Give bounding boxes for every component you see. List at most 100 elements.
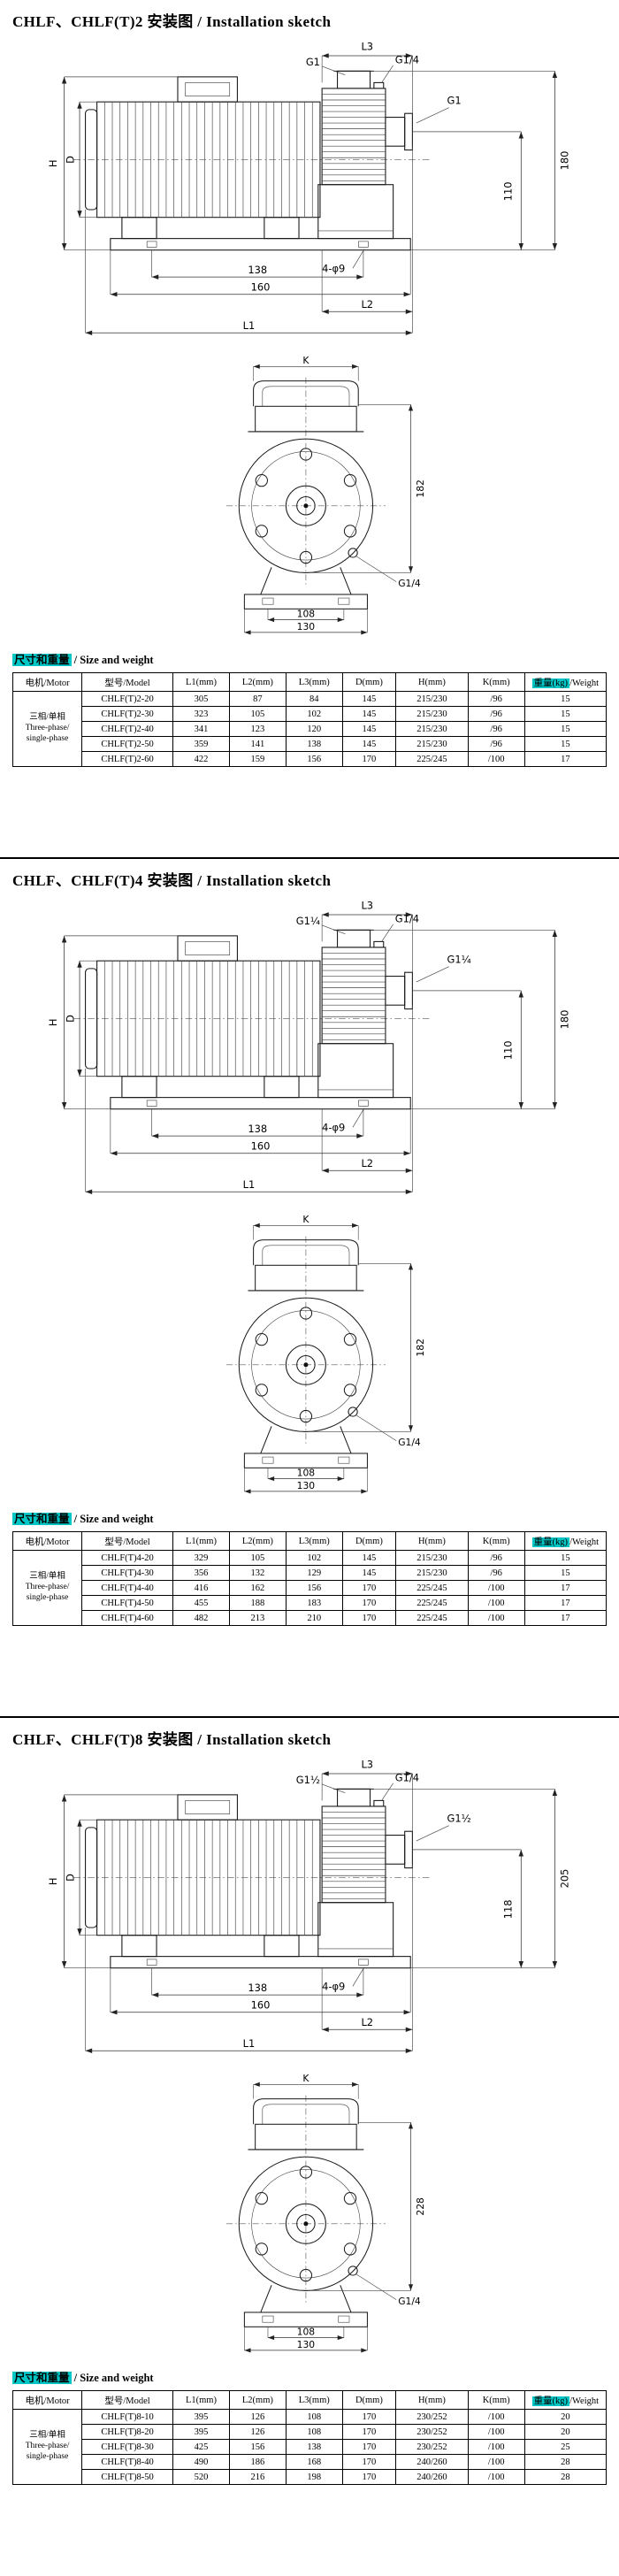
dim-label-l1: L1 (243, 2037, 256, 2050)
column-header: 型号/Model (81, 1531, 174, 1551)
value-cell: 17 (523, 751, 608, 767)
value-cell: 129 (285, 1565, 343, 1581)
value-cell: 356 (172, 1565, 230, 1581)
value-cell: 156 (285, 1580, 343, 1596)
value-cell: 225/245 (395, 1580, 469, 1596)
port-label-plug: G1/4 (395, 54, 419, 66)
section-chlf4: CHLF、CHLF(T)4 安装图 / Installation sketch (0, 859, 619, 1716)
value-cell: 170 (341, 1595, 397, 1611)
value-cell: 215/230 (395, 721, 469, 737)
value-cell: 28 (523, 2469, 608, 2485)
dim-label-l1: L1 (243, 1178, 256, 1191)
value-cell: 323 (172, 706, 230, 722)
column-header: L1(mm) (172, 1531, 230, 1551)
value-cell: /100 (467, 1610, 525, 1626)
side-view-labels: L3 G1 G1/4 G1 180 110 4-φ9 138 160 L2 L1… (47, 40, 571, 331)
dim-label-outer-height: 180 (559, 1010, 571, 1030)
size-weight-label-en: / Size and weight (71, 654, 154, 666)
value-cell: 20 (523, 2409, 608, 2425)
column-header: 重量(kg)/Weight (523, 2390, 608, 2410)
installation-sketch: L3 G1½ G1/4 G1½ 205 118 4-φ9 138 160 L2 … (12, 1752, 607, 2354)
value-cell: 329 (172, 1550, 230, 1566)
dim-label-base-length: 160 (251, 1139, 271, 1152)
column-header: L3(mm) (285, 672, 343, 692)
value-cell: 225/245 (395, 751, 469, 767)
front-view-labels: K 182 G1/4 108 130 (297, 355, 426, 632)
value-cell: 490 (172, 2454, 230, 2470)
value-cell: 126 (228, 2424, 287, 2440)
value-cell: 102 (285, 1550, 343, 1566)
front-view-labels: K 182 G1/4 108 130 (297, 1214, 426, 1491)
column-header: L3(mm) (285, 2390, 343, 2410)
section-divider (0, 1716, 619, 1718)
value-cell: 138 (285, 736, 343, 752)
column-header: 电机/Motor (11, 2390, 83, 2410)
holes-label: 4-φ9 (322, 1122, 345, 1134)
dim-label-bolt-span: 138 (248, 264, 267, 276)
dim-label-bolt-span: 138 (248, 1982, 267, 1994)
dim-label-front-height: 228 (415, 2197, 426, 2216)
dim-label-base-length: 160 (251, 280, 271, 293)
value-cell: 126 (228, 2409, 287, 2425)
value-cell: 105 (228, 706, 287, 722)
front-view-drawing: K 182 G1/4 108 130 (225, 355, 426, 635)
dim-label-front-base: 130 (297, 2339, 316, 2350)
value-cell: /100 (467, 2454, 525, 2470)
front-view-dimension-lines (244, 2082, 414, 2353)
value-cell: 416 (172, 1580, 230, 1596)
column-header: L1(mm) (172, 2390, 230, 2410)
section-title: CHLF、CHLF(T)2 安装图 / Installation sketch (12, 13, 332, 30)
column-header: 型号/Model (81, 2390, 174, 2410)
value-cell: 145 (341, 721, 397, 737)
value-cell: /100 (467, 1580, 525, 1596)
value-cell: 145 (341, 691, 397, 707)
dim-label-h: H (47, 1877, 59, 1885)
value-cell: 215/230 (395, 736, 469, 752)
model-cell: CHLF(T)2-60 (81, 751, 174, 767)
model-cell: CHLF(T)4-60 (81, 1610, 174, 1626)
model-cell: CHLF(T)2-30 (81, 706, 174, 722)
column-header: K(mm) (467, 2390, 525, 2410)
value-cell: 145 (341, 706, 397, 722)
value-cell: 145 (341, 736, 397, 752)
column-header: L2(mm) (228, 1531, 287, 1551)
column-header: L2(mm) (228, 672, 287, 692)
port-label-suction: G1½ (447, 1812, 471, 1824)
value-cell: 28 (523, 2454, 608, 2470)
size-weight-label-en: / Size and weight (71, 1513, 154, 1525)
value-cell: 15 (523, 706, 608, 722)
model-cell: CHLF(T)8-10 (81, 2409, 174, 2425)
value-cell: 482 (172, 1610, 230, 1626)
side-view-drawing: L3 G1½ G1/4 G1½ 205 118 4-φ9 138 160 L2 … (47, 1758, 571, 2053)
column-header: H(mm) (395, 2390, 469, 2410)
value-cell: 215/230 (395, 1565, 469, 1581)
dim-label-outer-height: 205 (559, 1869, 571, 1889)
dim-label-front-base: 130 (297, 621, 316, 632)
value-cell: 240/260 (395, 2469, 469, 2485)
dim-label-front-bolt: 108 (297, 609, 316, 620)
value-cell: 230/252 (395, 2424, 469, 2440)
side-view-labels: L3 G1¼ G1/4 G1¼ 180 110 4-φ9 138 160 L2 … (47, 899, 571, 1190)
value-cell: 17 (523, 1610, 608, 1626)
dim-label-k: K (302, 355, 310, 366)
size-weight-label-cn: 尺寸和重量 (12, 1513, 72, 1525)
port-label-drain: G1/4 (398, 1437, 421, 1448)
model-cell: CHLF(T)4-30 (81, 1565, 174, 1581)
value-cell: 395 (172, 2409, 230, 2425)
value-cell: 170 (341, 2424, 397, 2440)
value-cell: 170 (341, 2454, 397, 2470)
value-cell: 156 (228, 2439, 287, 2455)
model-cell: CHLF(T)2-20 (81, 691, 174, 707)
value-cell: 170 (341, 2469, 397, 2485)
value-cell: 230/252 (395, 2439, 469, 2455)
value-cell: 170 (341, 1580, 397, 1596)
